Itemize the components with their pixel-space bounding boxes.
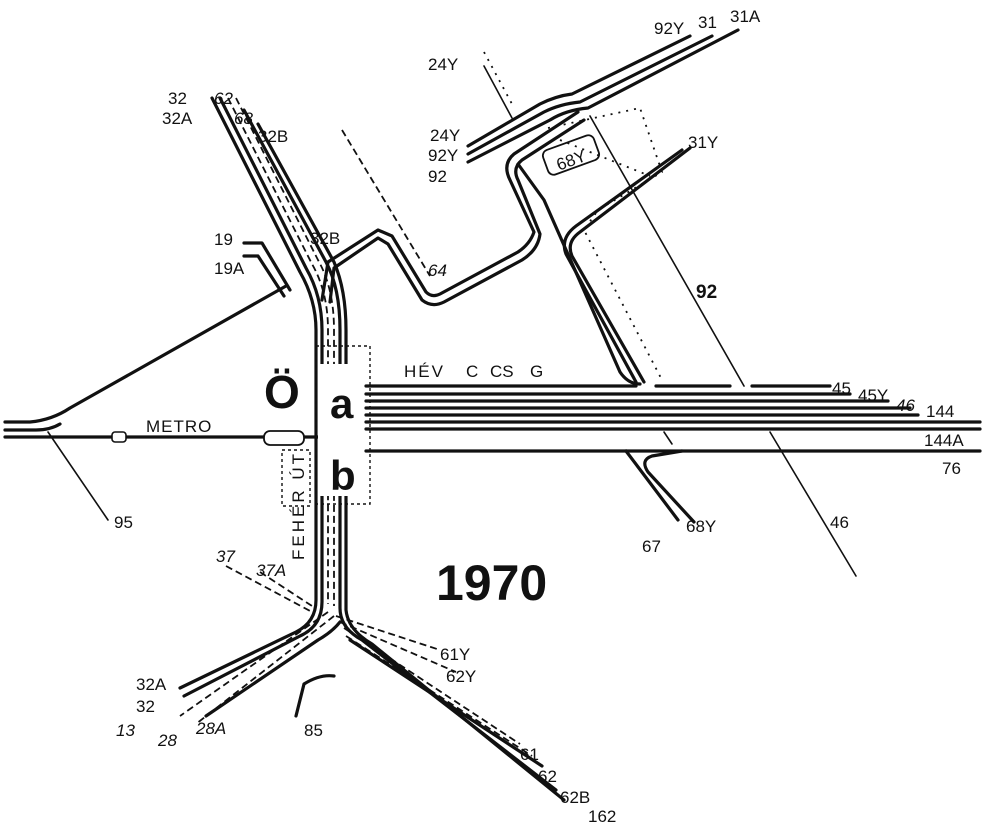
street-feher-ut: FEHÉR ÚT [289,451,308,560]
label-31a: 31A [730,7,761,26]
label-31: 31 [698,13,717,32]
label-hev: HÉV [404,362,445,381]
label-92-mid: 92 [696,282,717,303]
label-19a: 19A [214,259,245,278]
label-19: 19 [214,230,233,249]
label-32-low: 32 [136,697,155,716]
label-hev-cs: CS [490,362,514,381]
label-144a: 144A [924,431,964,450]
label-76: 76 [942,459,961,478]
label-46-low: 46 [830,513,849,532]
label-62-low: 62 [538,767,557,786]
label-24y: 24Y [430,126,460,145]
platform-a-label: a [330,380,354,427]
label-37: 37 [216,547,235,566]
label-85: 85 [304,721,323,740]
label-32a: 32A [162,109,193,128]
label-62y: 62Y [446,667,476,686]
label-144: 144 [926,402,954,421]
label-28a: 28A [195,719,226,738]
label-62b: 62B [560,788,590,807]
label-24y-top: 24Y [428,55,458,74]
label-92y: 92Y [428,146,458,165]
label-68: 68 [234,109,253,128]
label-32: 32 [168,89,187,108]
platform-b-label: b [330,452,356,499]
label-92y-top: 92Y [654,19,684,38]
label-31y: 31Y [688,133,718,152]
east-routes [366,386,980,576]
label-hev-g: G [530,362,543,381]
label-162: 162 [588,807,616,825]
station-o-label: Ö [264,366,300,418]
label-45: 45 [832,379,851,398]
station-labels: Ö a b FEHÉR ÚT 1970 [264,366,547,611]
label-92: 92 [428,167,447,186]
label-hev-c: C [466,362,478,381]
label-13: 13 [116,721,135,740]
label-37a: 37A [256,561,286,580]
label-32b-mid: 32B [310,229,340,248]
label-metro: METRO [146,417,212,436]
label-61y: 61Y [440,645,470,664]
label-68y: 68Y [686,517,716,536]
label-32a-low: 32A [136,675,167,694]
label-61: 61 [520,745,539,764]
label-28: 28 [157,731,177,750]
label-45y: 45Y [858,386,888,405]
label-46: 46 [896,396,915,415]
label-95: 95 [114,513,133,532]
label-62: 62 [214,89,233,108]
route-68y-box [541,108,662,380]
label-64: 64 [428,261,447,280]
year-label: 1970 [436,555,547,611]
label-32b: 32B [258,127,288,146]
label-67: 67 [642,537,661,556]
